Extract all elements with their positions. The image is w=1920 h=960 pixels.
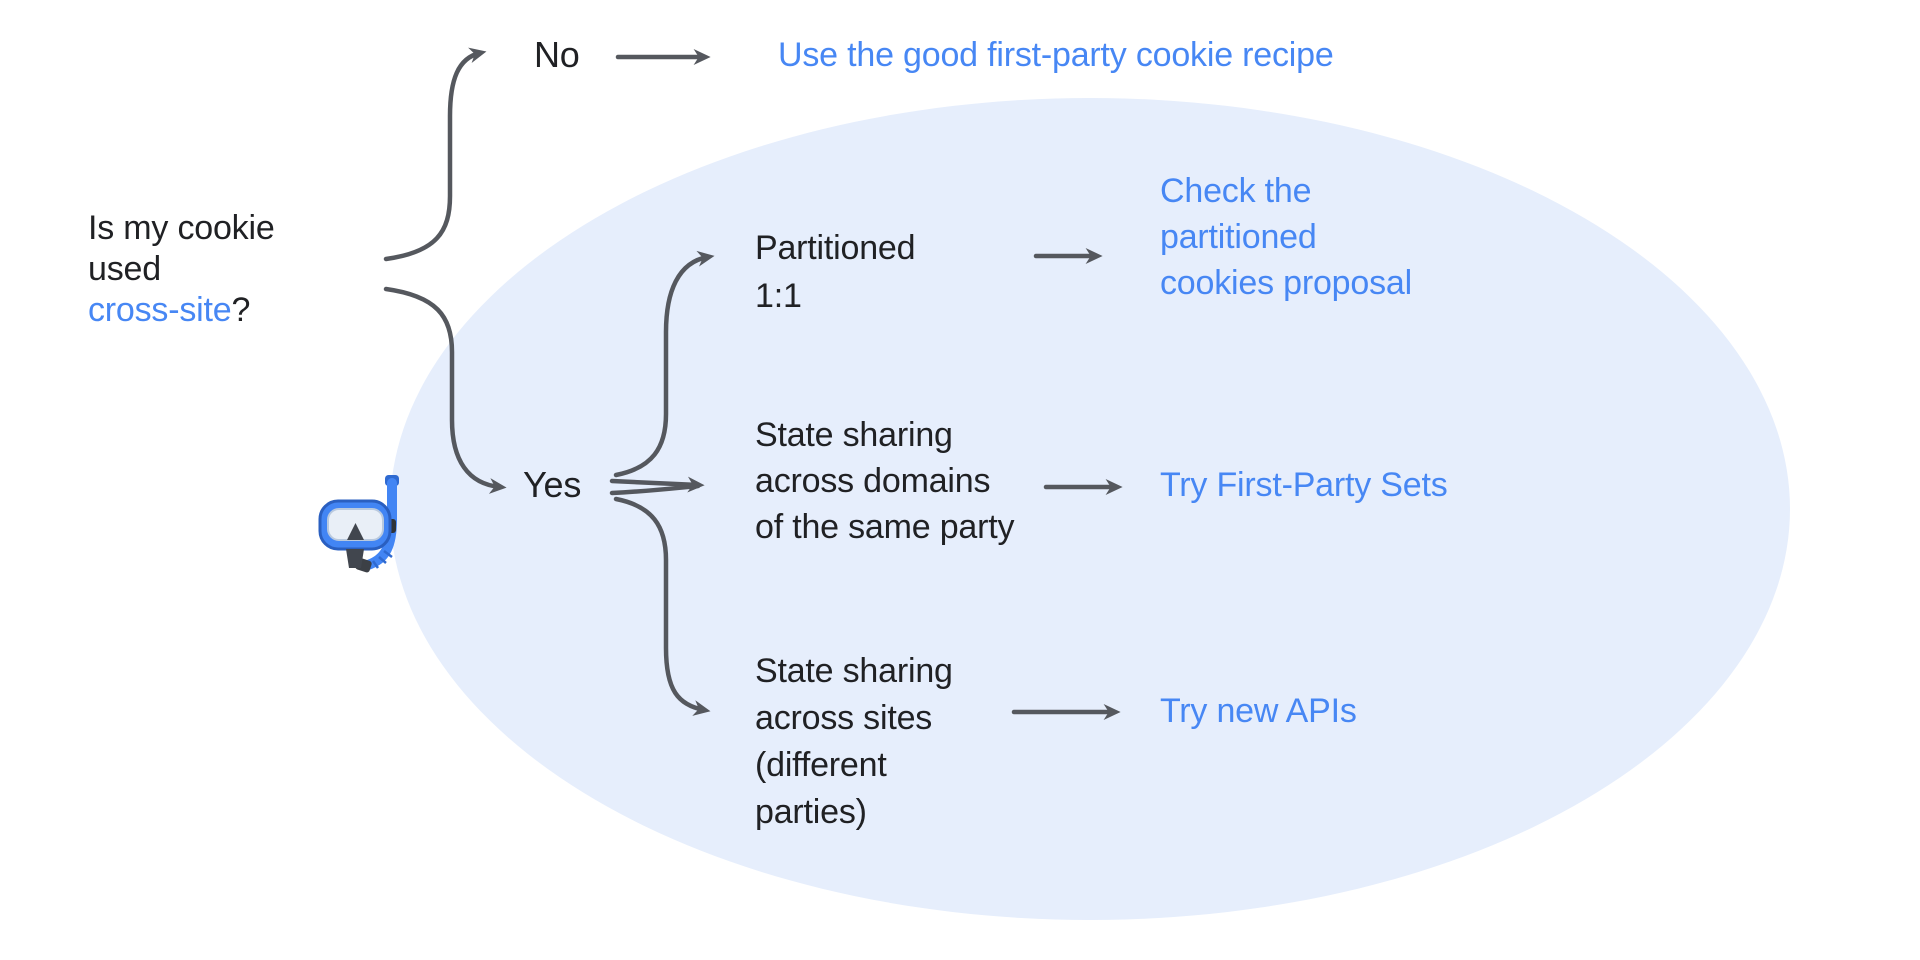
option-line: State sharing — [755, 416, 953, 454]
option-line: Partitioned — [755, 229, 916, 267]
option-state-sharing-sites-label: State sharing across sites (different pa… — [755, 648, 953, 836]
option-line: across domains — [755, 462, 991, 500]
first-party-sets-link[interactable]: Try First-Party Sets — [1160, 466, 1448, 504]
result-line[interactable]: Check the — [1160, 172, 1312, 210]
option-line: State sharing — [755, 652, 953, 690]
option-partitioned-label: Partitioned 1:1 — [755, 224, 916, 320]
yes-branch-label: Yes — [523, 464, 582, 505]
yes-branch-ellipse — [390, 98, 1790, 920]
option-line: of the same party — [755, 508, 1015, 546]
result-line[interactable]: partitioned — [1160, 218, 1317, 256]
question-line: used — [88, 250, 161, 288]
question-line: Is my cookie — [88, 209, 275, 247]
option-state-sharing-domains-label: State sharing across domains of the same… — [755, 412, 1014, 550]
first-party-cookie-recipe-link[interactable]: Use the good first-party cookie recipe — [778, 36, 1334, 74]
result-line[interactable]: cookies proposal — [1160, 264, 1412, 302]
arrow-question-to-no — [383, 47, 487, 262]
try-new-apis-link[interactable]: Try new APIs — [1160, 692, 1357, 730]
diving-mask-icon — [318, 475, 399, 573]
option-line: 1:1 — [755, 277, 802, 315]
question-punctuation: ? — [231, 291, 251, 329]
question-text: Is my cookie used cross-site? — [88, 208, 275, 331]
option-line: (different — [755, 746, 887, 784]
partitioned-cookies-proposal-link[interactable]: Check the partitioned cookies proposal — [1160, 168, 1412, 306]
cross-site-link[interactable]: cross-site — [88, 291, 232, 329]
option-line: across sites — [755, 699, 933, 737]
option-line: parties) — [755, 793, 867, 831]
no-branch-label: No — [534, 34, 580, 75]
